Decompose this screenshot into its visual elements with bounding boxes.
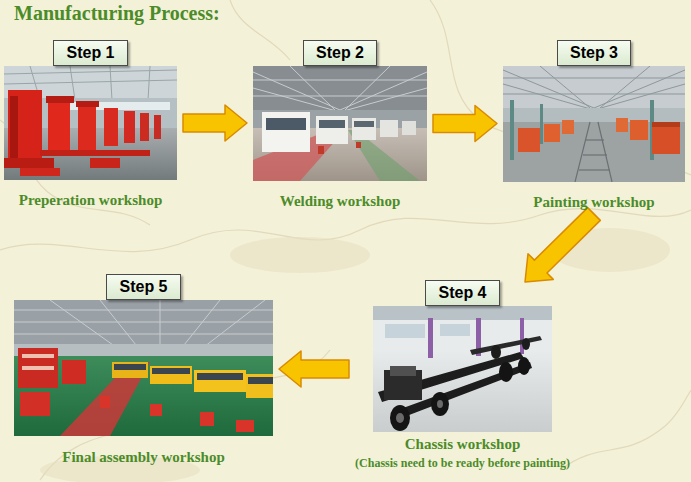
photo-slot [253,66,427,181]
workshop-caption: Welding workshop [280,193,400,210]
step-label: Step 5 [106,274,180,300]
flow-arrow [433,106,497,142]
flow-arrow [183,105,247,141]
process-step: Step 5 Final assembly workshop [11,274,276,466]
page-title: Manufacturing Process: [14,2,220,24]
chassis-photo [373,306,552,432]
workshop-caption: Final assembly workshop [62,449,225,466]
flow-arrow [279,351,349,387]
preparation-photo [4,66,177,180]
workshop-caption: Painting workshop [533,194,654,211]
welding-photo [253,66,427,181]
photo-slot [373,306,552,432]
caption-note: (Chassis need to be ready before paintin… [355,456,570,471]
process-step: Step 2 Welding workshop [250,40,430,210]
step-label: Step 1 [53,40,127,66]
process-step: Step 3 Painting workshop [500,40,688,211]
painting-photo [503,66,685,182]
photo-slot [4,66,177,180]
process-step: Step 1 Preperation workshop [1,40,180,209]
process-step: Step 4 Chassis workshop (Chassis need to b… [352,280,573,471]
step-label: Step 2 [303,40,377,66]
photo-slot [503,66,685,182]
title-box: Manufacturing Process: [14,2,220,25]
photo-slot [14,300,273,436]
flow-arrow [525,208,600,282]
assembly-photo [14,300,273,436]
step-label: Step 3 [557,40,631,66]
workshop-caption: Preperation workshop [19,192,162,209]
step-label: Step 4 [425,280,499,306]
workshop-caption: Chassis workshop [405,436,520,453]
